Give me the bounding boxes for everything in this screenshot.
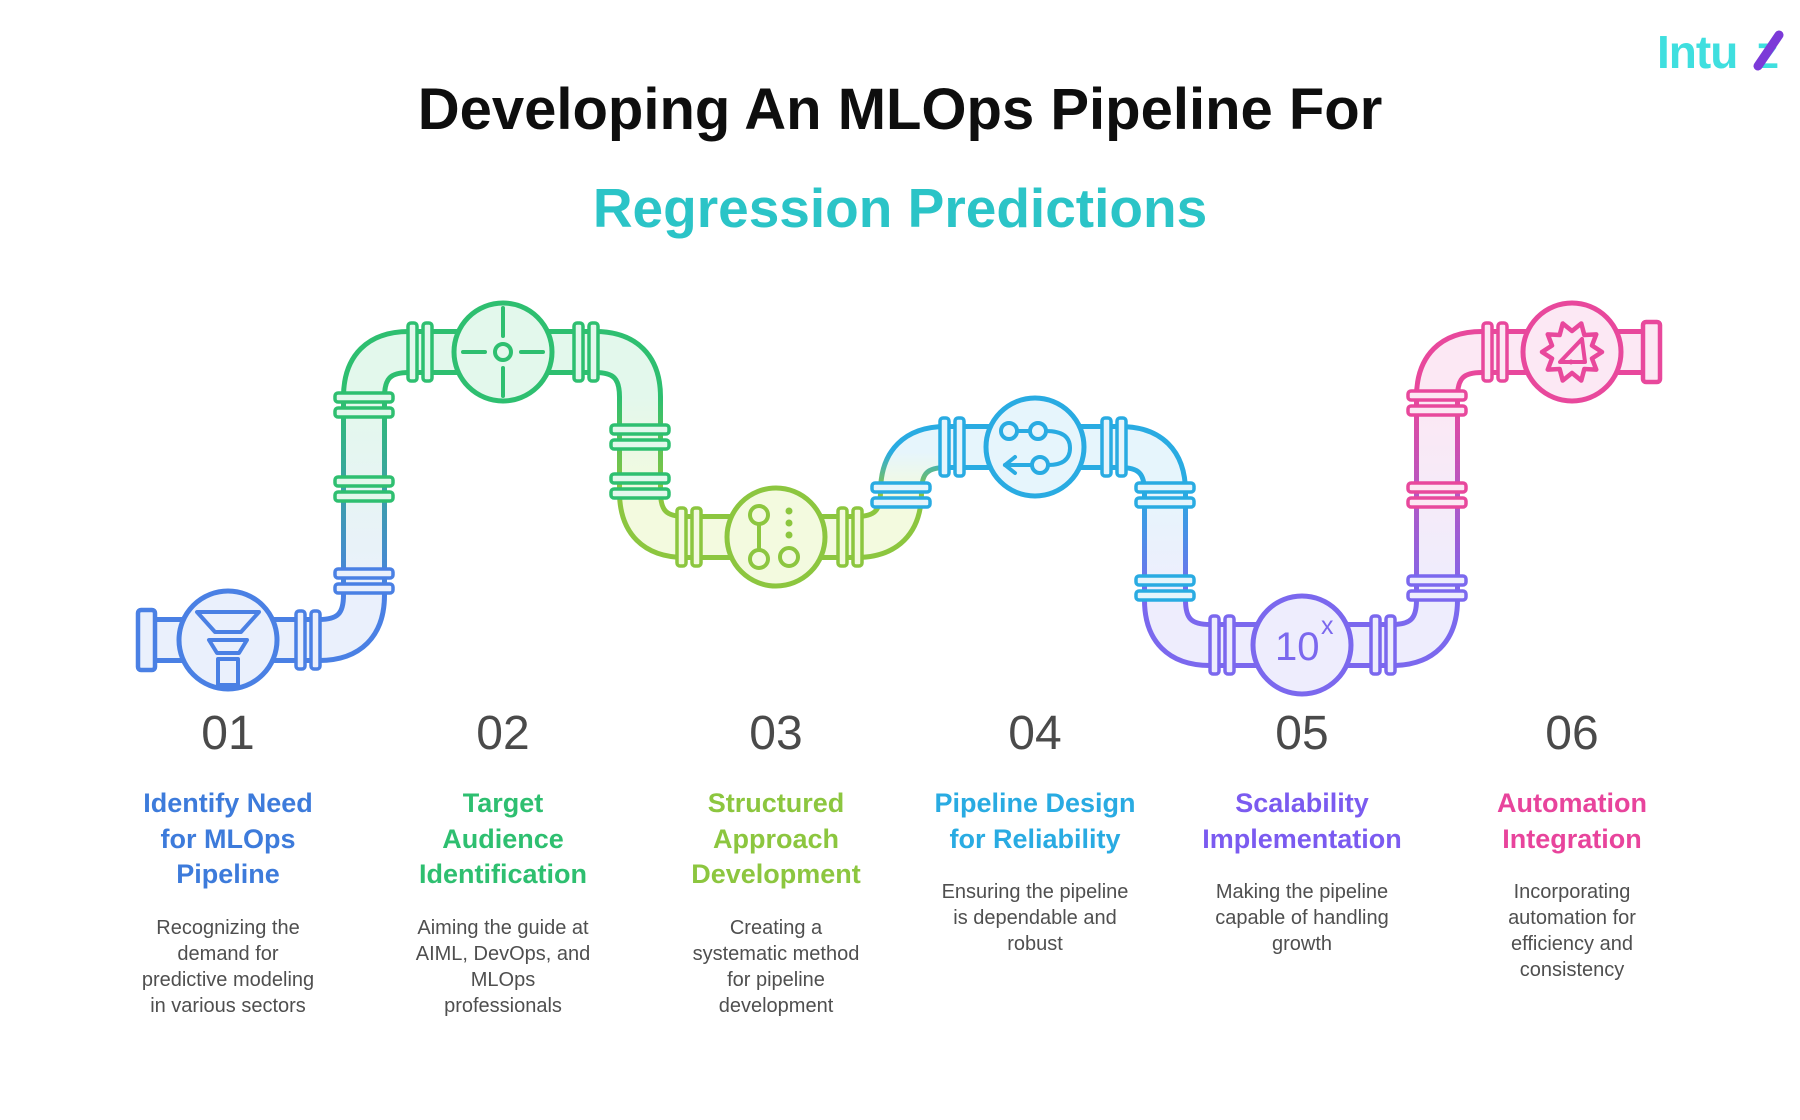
logo-text-part1: Intu bbox=[1657, 26, 1737, 78]
logo-z-slash bbox=[1753, 30, 1784, 71]
pipe-end-flange bbox=[1640, 319, 1663, 385]
step-title: Structured Approach Development bbox=[691, 788, 861, 890]
page-subtitle: Regression Predictions bbox=[592, 177, 1208, 239]
step-title: Automation Integration bbox=[1497, 788, 1647, 854]
step-column-1: 01 Identify Need for MLOps Pipeline Reco… bbox=[98, 710, 358, 1019]
flow-return-arrow-icon bbox=[999, 421, 1073, 475]
exponent-10x-icon: 10 x bbox=[1275, 612, 1334, 669]
step-title: Target Audience Identification bbox=[419, 788, 587, 890]
step-description: Recognizing the demand for predictive mo… bbox=[141, 916, 315, 1017]
step-number: 02 bbox=[476, 707, 530, 760]
funnel-icon bbox=[195, 610, 261, 687]
step-column-5: 05 Scalability Implementation Making the… bbox=[1172, 710, 1432, 957]
pipeline-node-3 bbox=[724, 485, 828, 589]
step-column-4: 04 Pipeline Design for Reliability Ensur… bbox=[905, 710, 1165, 957]
page-title: Developing An MLOps Pipeline For bbox=[417, 77, 1383, 142]
intuz-logo: Intu z bbox=[1657, 26, 1784, 78]
step-column-3: 03 Structured Approach Development Creat… bbox=[646, 710, 906, 1019]
step-number: 03 bbox=[749, 707, 803, 760]
step-column-2: 02 Target Audience Identification Aiming… bbox=[373, 710, 633, 1019]
pipeline-node-5 bbox=[1250, 593, 1354, 697]
step-title: Pipeline Design for Reliability bbox=[934, 788, 1136, 854]
step-description: Incorporating automation for efficiency … bbox=[1508, 881, 1636, 982]
step-title: Identify Need for MLOps Pipeline bbox=[143, 788, 313, 890]
step-number: 05 bbox=[1275, 707, 1329, 760]
step-number: 06 bbox=[1545, 707, 1599, 760]
crosshair-target-icon bbox=[461, 306, 545, 398]
exponent-base-text: 10 bbox=[1275, 625, 1320, 669]
gear-automation-icon bbox=[1539, 321, 1605, 383]
pipe-couplings bbox=[294, 321, 1509, 676]
step-number: 01 bbox=[201, 707, 255, 760]
step-description: Creating a systematic method for pipelin… bbox=[692, 916, 860, 1017]
step-title: Scalability Implementation bbox=[1202, 788, 1402, 854]
pipe-start-flange bbox=[135, 607, 158, 673]
connected-nodes-icon bbox=[748, 504, 800, 570]
step-description: Ensuring the pipeline is dependable and … bbox=[941, 881, 1129, 956]
step-column-6: 06 Automation Integration Incorporating … bbox=[1442, 710, 1702, 983]
step-description: Making the pipeline capable of handling … bbox=[1215, 881, 1389, 956]
pipeline-node-2 bbox=[451, 300, 555, 404]
step-number: 04 bbox=[1008, 707, 1062, 760]
exponent-sup-text: x bbox=[1321, 612, 1334, 640]
step-description: Aiming the guide at AIML, DevOps, and ML… bbox=[415, 916, 591, 1017]
